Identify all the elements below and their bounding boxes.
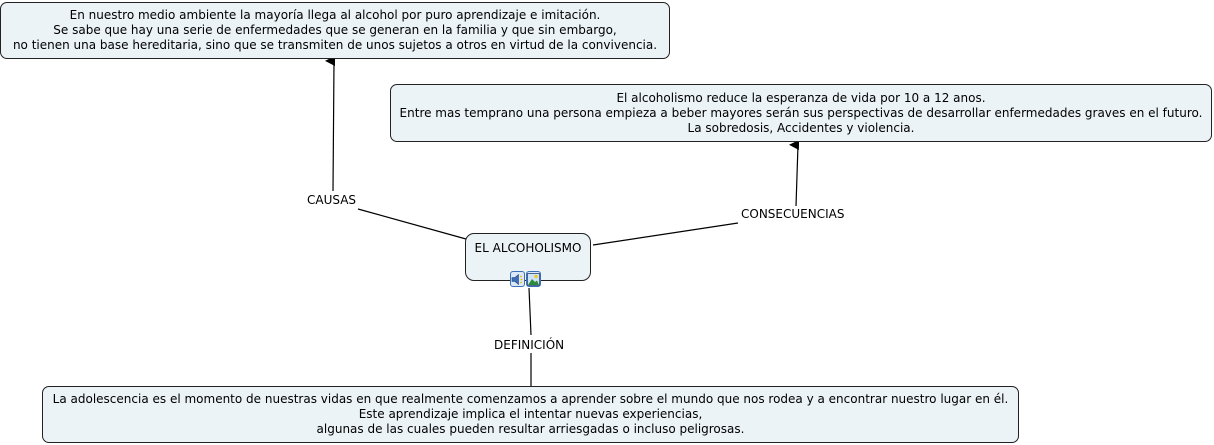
concept-text-line: algunas de las cuales pueden resultar ar… [316, 422, 745, 436]
concept-causas[interactable]: En nuestro medio ambiente la mayoría lle… [0, 2, 670, 59]
concept-text-line: La sobredosis, Accidentes y violencia. [687, 120, 915, 135]
connector-root-definicion [528, 287, 532, 336]
image-resource-icon[interactable] [526, 271, 541, 287]
concept-text-line: En nuestro medio ambiente la mayoría lle… [69, 8, 601, 22]
concept-text-line: El alcoholismo reduce la esperanza de vi… [616, 90, 986, 105]
concept-text-line: no tienen una base hereditaria, sino que… [12, 38, 658, 52]
concept-text-line: Este aprendizaje implica el intentar nue… [358, 407, 703, 421]
root-concept-label: EL ALCOHOLISMO [474, 241, 582, 255]
concept-definicion[interactable]: La adolescencia es el momento de nuestra… [42, 386, 1019, 443]
concept-text-line: Entre mas temprano una persona empieza a… [399, 105, 1203, 120]
root-resource-icons [510, 271, 541, 287]
concept-text-line: La adolescencia es el momento de nuestra… [52, 392, 1009, 406]
connector-root-consecuencias [592, 222, 739, 246]
concept-consecuencias[interactable]: El alcoholismo reduce la esperanza de vi… [390, 84, 1212, 142]
connector-root-causas [357, 208, 467, 240]
linking-phrase-consecuencias[interactable]: CONSECUENCIAS [740, 207, 846, 221]
concept-text-line: Se sabe que hay una serie de enfermedade… [53, 23, 617, 37]
linking-phrase-definicion[interactable]: DEFINICIÓN [493, 338, 566, 352]
linking-phrase-causas[interactable]: CAUSAS [306, 193, 358, 207]
arrow-consecuencias-concept [789, 140, 800, 207]
audio-resource-icon[interactable] [510, 271, 525, 287]
root-concept[interactable]: EL ALCOHOLISMO [465, 233, 591, 281]
arrow-causas-concept [325, 56, 336, 192]
